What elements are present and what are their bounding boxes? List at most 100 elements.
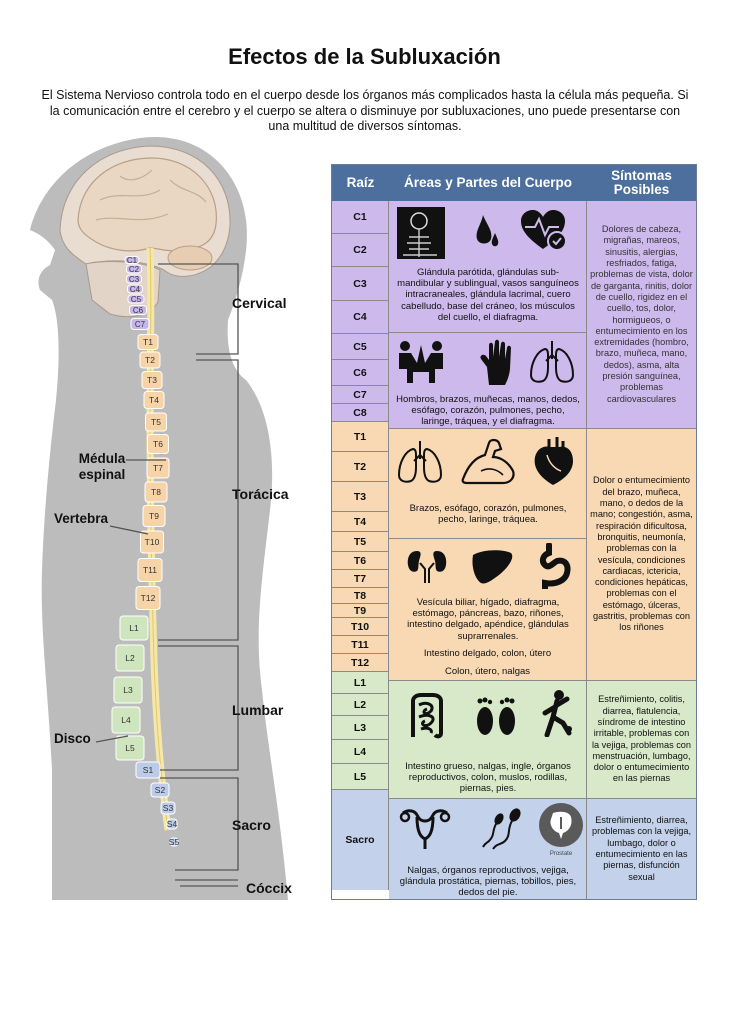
- spine-illustration: C1C2C3C4C5C6C7T1T2T3T4T5T6T7T8T9T10T11T1…: [30, 136, 288, 901]
- vertebra-c6: [129, 305, 147, 315]
- area-text-lumbar: Intestino grueso, nalgas, ingle, órganos…: [405, 761, 571, 795]
- vertebra-l5: [115, 735, 145, 761]
- symptoms-lumbar: Estreñimiento, colitis, diarrea, flatule…: [587, 681, 696, 799]
- vertebra-label: T5: [151, 417, 161, 427]
- liver-icon: [469, 547, 515, 590]
- root-cell: C5: [332, 334, 389, 360]
- header-root: Raíz: [332, 165, 389, 201]
- vertebra-t7: [146, 457, 170, 479]
- vertebra-t5: [145, 412, 167, 432]
- root-cell: T1: [332, 422, 389, 452]
- prostate-label: Prostate: [549, 851, 573, 857]
- vertebra-c4: [127, 284, 143, 294]
- hand-icon: [477, 339, 517, 390]
- root-cell: L5: [332, 764, 389, 790]
- region-label-sacro: Sacro: [232, 817, 271, 833]
- vertebra-label: L4: [121, 715, 131, 725]
- area-t12: Colon, útero, nalgas: [389, 663, 587, 681]
- vertebra-c5: [127, 294, 145, 304]
- stomach-icon: [535, 542, 575, 592]
- vertebra-c7: [130, 318, 150, 330]
- root-cell: C4: [332, 301, 389, 334]
- vertebra-t9: [142, 505, 166, 527]
- vertebra-t4: [143, 391, 165, 409]
- root-cell: T2: [332, 452, 389, 482]
- root-cell: L3: [332, 716, 389, 740]
- vertebra-c2: [126, 264, 142, 274]
- region-label-toracica: Torácica: [232, 486, 289, 502]
- area-text-t1-t4: Brazos, esófago, corazón, pulmones, pech…: [409, 503, 567, 526]
- root-cell: L4: [332, 740, 389, 764]
- vertebra-label: T9: [149, 511, 159, 521]
- area-t5-t10: Vesícula biliar, hígado, diafragma, estó…: [389, 539, 587, 645]
- area-text-t5-t10: Vesícula biliar, hígado, diafragma, estó…: [407, 597, 569, 642]
- root-cell: T10: [332, 618, 389, 636]
- vertebra-label: T10: [145, 537, 160, 547]
- region-label-coccix: Cóccix: [246, 880, 292, 896]
- root-cell: T4: [332, 512, 389, 532]
- vertebra-t3: [141, 371, 163, 389]
- header-areas: Áreas y Partes del Cuerpo: [389, 165, 587, 201]
- vertebra-label: C2: [129, 265, 140, 274]
- vertebra-label: S2: [155, 785, 166, 795]
- symptoms-cervical: Dolores de cabeza, migrañas, mareos, sin…: [587, 201, 696, 429]
- vertebra-c1: [124, 256, 140, 264]
- area-sacro: Prostate Nalgas, órganos reproductivos, …: [389, 799, 587, 899]
- vertebra-l2: [115, 644, 145, 672]
- vertebra-label: S3: [163, 803, 174, 813]
- vertebra-t10: [140, 530, 164, 554]
- vertebra-label: T3: [147, 375, 157, 385]
- root-cell: Sacro: [332, 790, 389, 890]
- area-text-sacro: Nalgas, órganos reproductivos, vejiga, g…: [399, 865, 577, 899]
- root-cell: C8: [332, 404, 389, 422]
- vertebra-label: L3: [123, 685, 133, 695]
- vertebra-label: C1: [127, 256, 138, 265]
- vertebra-c3: [126, 274, 142, 284]
- area-text-c5-c8: Hombros, brazos, muñecas, manos, dedos, …: [396, 394, 580, 428]
- area-lumbar: Intestino grueso, nalgas, ingle, órganos…: [389, 681, 587, 799]
- vertebra-label: L1: [129, 623, 139, 633]
- part-label-medula: Médula espinal: [78, 451, 126, 482]
- root-cell: L1: [332, 672, 389, 694]
- root-cell: C7: [332, 386, 389, 404]
- vertebra-t12: [135, 586, 161, 610]
- lungs-icon: [529, 339, 575, 388]
- vertebra-label: C3: [129, 275, 140, 284]
- vertebra-label: T11: [143, 565, 157, 575]
- vertebra-s2: [150, 782, 170, 798]
- root-cell: C2: [332, 234, 389, 267]
- vertebra-t11: [137, 558, 163, 582]
- area-c1-c4: Glándula parótida, glándulas sub-mandibu…: [389, 201, 587, 333]
- root-cell: C6: [332, 360, 389, 386]
- root-cell: T11: [332, 636, 389, 654]
- part-label-disco: Disco: [54, 731, 91, 746]
- heart-monitor-icon: [519, 209, 569, 256]
- vertebra-label: C5: [131, 295, 142, 304]
- uterus-icon: [399, 805, 451, 854]
- vertebra-label: C7: [135, 320, 146, 329]
- vertebra-label: S1: [143, 765, 154, 775]
- root-cell: T12: [332, 654, 389, 672]
- vertebra-label: L2: [125, 653, 135, 663]
- vertebra-s4: [166, 818, 178, 830]
- area-t11: Intestino delgado, colon, útero: [389, 645, 587, 663]
- xray-icon: [397, 207, 445, 259]
- vertebra-l4: [111, 706, 141, 734]
- vertebra-l3: [113, 676, 143, 704]
- region-label-cervical: Cervical: [232, 295, 287, 311]
- part-label-vertebra: Vertebra: [54, 511, 109, 526]
- symptom-table: Raíz Áreas y Partes del Cuerpo Síntomas …: [331, 164, 697, 900]
- vertebra-label: T7: [153, 463, 163, 473]
- vertebra-label: S5: [169, 837, 180, 847]
- vertebra-label: T12: [141, 593, 156, 603]
- root-cell: L2: [332, 694, 389, 716]
- vertebra-label: C4: [130, 285, 141, 294]
- region-label-lumbar: Lumbar: [232, 702, 284, 718]
- lungs-outline-icon: [397, 439, 443, 488]
- symptoms-toracica: Dolor o entumecimiento del brazo, muñeca…: [587, 429, 696, 681]
- kicking-person-icon: [539, 689, 573, 740]
- page-title: Efectos de la Subluxación: [228, 44, 501, 69]
- root-cell: T8: [332, 588, 389, 604]
- vertebra-label: T1: [143, 337, 153, 347]
- vertebra-t2: [139, 351, 161, 369]
